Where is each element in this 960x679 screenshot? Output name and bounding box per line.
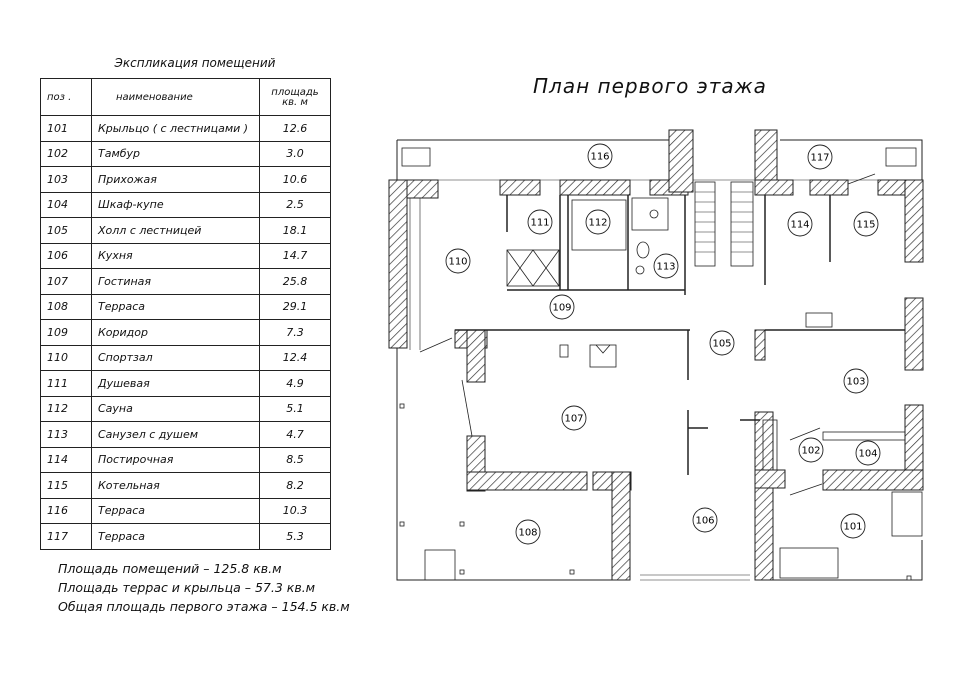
room-marker-115 (853, 211, 879, 237)
cell-pos: 116 (40, 497, 92, 524)
area-totals: Площадь помещений – 125.8 кв.м Площадь т… (58, 559, 350, 616)
cell-area: 4.9 (259, 370, 331, 397)
cell-name: Терраса (91, 497, 260, 524)
room-number-111: 111 (530, 218, 549, 229)
room-number-105: 105 (712, 339, 731, 350)
cell-name: Спортзал (91, 344, 260, 371)
plan-title: План первого этажа (533, 74, 767, 98)
header-area-line1: площадь (271, 87, 319, 98)
room-number-108: 108 (518, 528, 537, 539)
table-header-row: поз . наименование площадь кв. м (40, 78, 331, 116)
room-number-109: 109 (552, 303, 571, 314)
cell-pos: 103 (40, 166, 92, 193)
room-marker-103 (843, 368, 869, 394)
cell-name: Коридор (91, 319, 260, 346)
cell-area: 10.3 (259, 497, 331, 524)
partitions (455, 195, 905, 475)
cell-area: 5.3 (259, 523, 331, 550)
cell-area: 8.5 (259, 446, 331, 473)
terrace-outline (396, 139, 923, 581)
room-number-103: 103 (846, 377, 865, 388)
room-number-115: 115 (856, 220, 875, 231)
room-marker-114 (787, 211, 813, 237)
room-marker-107 (561, 405, 587, 431)
cell-pos: 110 (40, 344, 92, 371)
room-marker-105 (709, 330, 735, 356)
header-area: площадь кв. м (259, 78, 331, 116)
room-marker-113 (653, 253, 679, 279)
room-number-110: 110 (448, 257, 467, 268)
total-floor: Общая площадь первого этажа – 154.5 кв.м (58, 599, 350, 614)
room-marker-106 (692, 507, 718, 533)
header-pos: поз . (40, 78, 92, 116)
total-terraces: Площадь террас и крыльца – 57.3 кв.м (58, 580, 316, 595)
cell-area: 25.8 (259, 268, 331, 295)
cell-area: 14.7 (259, 242, 331, 269)
room-marker-108 (515, 519, 541, 545)
room-number-113: 113 (656, 262, 675, 273)
room-number-104: 104 (858, 449, 877, 460)
columns (399, 403, 912, 581)
room-number-117: 117 (810, 153, 829, 164)
cell-area: 18.1 (259, 217, 331, 244)
cell-name: Гостиная (91, 268, 260, 295)
room-marker-109 (549, 294, 575, 320)
cell-area: 5.1 (259, 395, 331, 422)
cell-pos: 114 (40, 446, 92, 473)
room-number-114: 114 (790, 220, 809, 231)
room-marker-101 (840, 513, 866, 539)
room-number-107: 107 (564, 414, 583, 425)
room-number-106: 106 (695, 516, 714, 527)
room-marker-112 (585, 209, 611, 235)
header-name: наименование (91, 78, 260, 116)
room-number-102: 102 (801, 446, 820, 457)
header-area-line2: кв. м (282, 97, 308, 108)
cell-pos: 108 (40, 293, 92, 320)
fixtures (401, 147, 923, 581)
cell-pos: 102 (40, 140, 92, 167)
total-rooms: Площадь помещений – 125.8 кв.м (58, 561, 282, 576)
cell-name: Котельная (91, 472, 260, 499)
room-marker-117 (807, 144, 833, 170)
cell-area: 4.7 (259, 421, 331, 448)
room-marker-104 (855, 440, 881, 466)
table-title: Экспликация помещений (114, 56, 276, 70)
walls (388, 129, 924, 581)
room-labels: 101 102 103 104 105 106 107 108 109 110 111 112 113 1… (445, 143, 881, 545)
room-marker-102 (798, 437, 824, 463)
cell-pos: 104 (40, 191, 92, 218)
cell-name: Санузел с душем (91, 421, 260, 448)
cell-name: Душевая (91, 370, 260, 397)
cell-area: 29.1 (259, 293, 331, 320)
cell-name: Постирочная (91, 446, 260, 473)
room-number-101: 101 (843, 522, 862, 533)
room-number-112: 112 (588, 218, 607, 229)
room-marker-111 (527, 209, 553, 235)
room-marker-116 (587, 143, 613, 169)
cell-pos: 107 (40, 268, 92, 295)
room-number-116: 116 (590, 152, 609, 163)
cell-name: Прихожая (91, 166, 260, 193)
cell-name: Кухня (91, 242, 260, 269)
cell-pos: 106 (40, 242, 92, 269)
room-marker-110 (445, 248, 471, 274)
